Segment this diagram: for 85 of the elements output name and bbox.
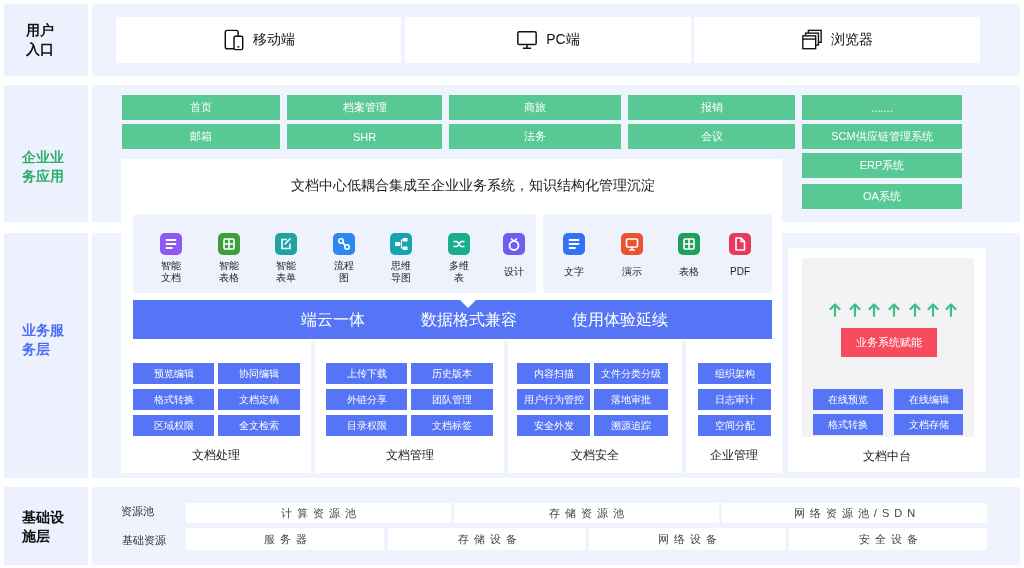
function-box: 团队管理 bbox=[411, 389, 493, 410]
entry-box bbox=[116, 17, 401, 63]
row-label: 资源池 bbox=[120, 503, 154, 519]
function-box: 目录权限 bbox=[326, 415, 407, 436]
layer-title: 用户入口 bbox=[26, 21, 55, 59]
entry-label: PC端 bbox=[546, 31, 580, 49]
function-box: 文档标签 bbox=[411, 415, 493, 436]
entry-box bbox=[405, 17, 691, 63]
function-box: 用户行为管控 bbox=[517, 389, 590, 410]
hub-panel bbox=[788, 248, 986, 472]
icon-panel bbox=[543, 214, 772, 293]
function-box: 全文检索 bbox=[218, 415, 300, 436]
entry-label: 浏览器 bbox=[831, 31, 873, 49]
layer-band bbox=[4, 4, 1020, 76]
icon-label: 思维导图 bbox=[390, 260, 412, 284]
section-title: 文档处理 bbox=[192, 446, 240, 464]
feature-text: 数据格式兼容 bbox=[421, 309, 517, 330]
section-title: 文档安全 bbox=[571, 446, 619, 464]
app-box: 报销 bbox=[628, 95, 795, 120]
background-panel bbox=[92, 85, 1020, 478]
app-box: 首页 bbox=[122, 95, 280, 120]
app-box: 会议 bbox=[628, 124, 795, 149]
function-box: 日志审计 bbox=[698, 389, 771, 410]
app-box: OA系统 bbox=[802, 184, 962, 209]
function-box: 内容扫描 bbox=[517, 363, 590, 384]
function-box: 协同编辑 bbox=[218, 363, 300, 384]
function-box: 组织架构 bbox=[698, 363, 771, 384]
feature-text: 端云一体 bbox=[301, 309, 365, 329]
app-box: 档案管理 bbox=[287, 95, 442, 120]
function-box: 区域权限 bbox=[133, 415, 214, 436]
icon-label: 文字 bbox=[564, 266, 584, 278]
feature-text: 使用体验延续 bbox=[572, 309, 668, 330]
layer-cell: 业务服务层 bbox=[4, 233, 88, 478]
resource-box: 网络资源池/SDN bbox=[722, 503, 987, 523]
icon-label: 流程图 bbox=[333, 260, 355, 284]
hub-title: 文档中台 bbox=[863, 447, 911, 465]
row-label: 基础资源 bbox=[122, 532, 166, 548]
icon-label: 智能文档 bbox=[160, 260, 182, 284]
entry-label: 移动端 bbox=[252, 31, 295, 49]
function-box: 文档存储 bbox=[894, 414, 963, 435]
icon-label: 智能表单 bbox=[275, 260, 297, 284]
icon-label: 设计 bbox=[503, 266, 525, 278]
resource-box: 存储资源池 bbox=[454, 503, 719, 523]
icon-panel bbox=[133, 214, 536, 293]
app-box: SHR bbox=[287, 124, 442, 149]
function-box: 空间分配 bbox=[698, 415, 771, 436]
icon-label: 演示 bbox=[622, 266, 642, 278]
layer-cell: 企业业务应用 bbox=[4, 85, 88, 222]
function-box: 落地审批 bbox=[594, 389, 668, 410]
icon-label: 表格 bbox=[679, 266, 699, 278]
function-box: 格式转换 bbox=[813, 414, 883, 435]
app-box: ERP系统 bbox=[802, 153, 962, 178]
panel-heading: 文档中心低耦合集成至企业业务系统，知识结构化管理沉淀 bbox=[291, 177, 655, 195]
app-box: 法务 bbox=[449, 124, 621, 149]
app-box: SCM供应链管理系统 bbox=[802, 124, 962, 149]
resource-box: 计算资源池 bbox=[186, 503, 451, 523]
app-box: 商旅 bbox=[449, 95, 621, 120]
function-box: 外链分享 bbox=[326, 389, 407, 410]
app-box: ....... bbox=[802, 95, 962, 120]
function-box: 上传下载 bbox=[326, 363, 407, 384]
icon-label: 多维表 bbox=[448, 260, 470, 284]
section-title: 企业管理 bbox=[710, 446, 758, 464]
function-box: 溯源追踪 bbox=[594, 415, 668, 436]
section-title: 文档管理 bbox=[385, 446, 434, 464]
resource-box: 网络设备 bbox=[589, 528, 786, 550]
resource-box: 安全设备 bbox=[789, 528, 987, 550]
function-box: 历史版本 bbox=[411, 363, 493, 384]
capability-box: 业务系统赋能 bbox=[841, 328, 937, 357]
function-box: 安全外发 bbox=[517, 415, 590, 436]
layer-title: 基础设施层 bbox=[22, 508, 65, 546]
inner-panel bbox=[802, 258, 974, 437]
app-box: 邮箱 bbox=[122, 124, 280, 149]
resource-box: 存储设备 bbox=[388, 528, 586, 550]
function-box: 在线预览 bbox=[813, 389, 883, 410]
function-box: 预览编辑 bbox=[133, 363, 214, 384]
entry-box bbox=[694, 17, 980, 63]
feature-bar bbox=[133, 300, 772, 339]
icon-label: PDF bbox=[730, 266, 750, 278]
content-panel bbox=[121, 159, 782, 473]
function-box: 格式转换 bbox=[133, 389, 214, 410]
function-box: 文档定稿 bbox=[218, 389, 300, 410]
icon-label: 智能表格 bbox=[218, 260, 240, 284]
function-box: 文件分类分级 bbox=[594, 363, 668, 384]
function-box: 在线编辑 bbox=[894, 389, 963, 410]
resource-box: 服务器 bbox=[186, 528, 384, 550]
